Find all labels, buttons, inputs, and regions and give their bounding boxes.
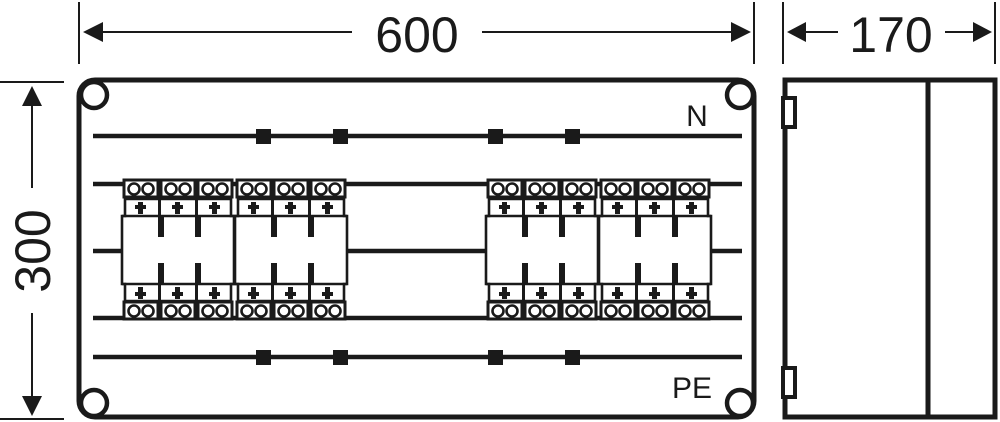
busbar-pe: [93, 350, 742, 365]
screw-hole-icon: [724, 79, 756, 111]
busbar-marker: [256, 350, 271, 365]
pe-label: PE: [672, 372, 712, 405]
busbar-marker: [488, 129, 503, 144]
hinge-tab-icon: [781, 96, 797, 129]
depth-dimension-value: 170: [849, 7, 932, 63]
side-outline: [782, 77, 998, 420]
hinge-tab-icon: [781, 366, 797, 399]
busbar-marker: [488, 350, 503, 365]
busbar-marker: [333, 350, 348, 365]
breaker-block: [122, 180, 234, 319]
height-dimension: 300: [0, 81, 64, 420]
screw-hole-icon: [78, 387, 110, 419]
arrow-left-icon: [787, 22, 806, 42]
side-view: [781, 77, 998, 420]
busbar-n: [93, 129, 742, 144]
width-dimension-value: 600: [375, 7, 458, 63]
breaker-block: [599, 180, 711, 319]
arrow-left-icon: [83, 22, 103, 42]
arrow-right-icon: [973, 22, 992, 42]
enclosure-outline: [76, 77, 757, 420]
front-view: N PE: [76, 77, 757, 420]
width-dimension: 600: [78, 2, 755, 64]
breaker-block: [235, 180, 347, 319]
arrow-down-icon: [22, 396, 42, 416]
busbar-marker: [565, 129, 580, 144]
busbar-marker: [333, 129, 348, 144]
busbar-marker: [565, 350, 580, 365]
n-label: N: [686, 100, 708, 133]
busbar-marker: [256, 129, 271, 144]
height-dimension-value: 300: [5, 209, 61, 292]
screw-hole-icon: [78, 79, 110, 111]
arrow-right-icon: [731, 22, 751, 42]
arrow-up-icon: [22, 86, 42, 106]
breaker-block: [486, 180, 598, 319]
screw-hole-icon: [724, 387, 756, 419]
depth-dimension: 170: [782, 2, 996, 64]
